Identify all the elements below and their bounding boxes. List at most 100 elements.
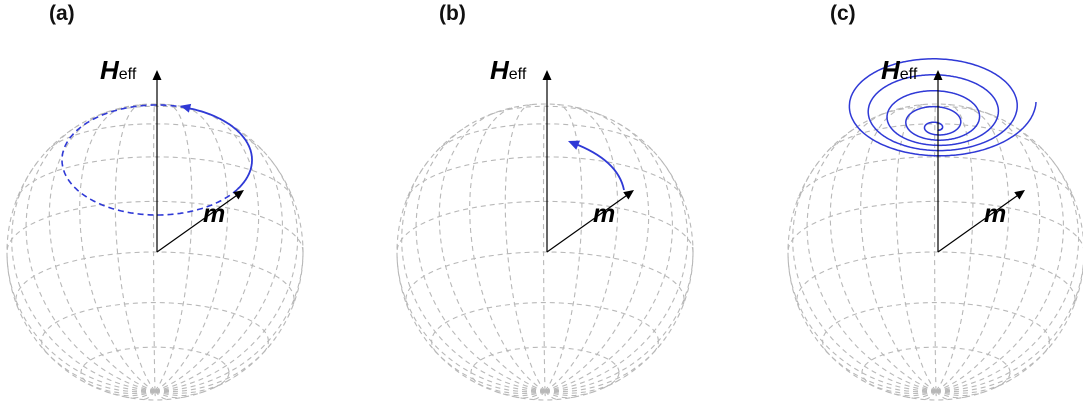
latitude-line [80,346,230,390]
longitude-line [105,390,156,397]
longitude-line [935,106,1010,392]
latitude-line [435,123,654,153]
vectors [542,70,634,253]
longitude-line [935,337,1057,393]
longitude-line [935,156,1080,392]
longitude-line [935,390,951,400]
longitude-line [544,391,547,401]
h-eff-label: Heff [881,55,917,86]
spiral-trajectory [848,58,1037,157]
longitude-line [922,390,937,401]
latitude-line [822,302,1050,354]
latitude-line [603,372,620,389]
longitude-line [154,122,283,392]
h-subscript: eff [508,66,527,83]
m-arrowhead [1014,190,1025,200]
latitude-line [396,200,694,254]
latitude-line [45,123,264,153]
latitude-line [994,372,1011,389]
latitude-line [861,346,1011,390]
panel-label: (c) [830,2,856,25]
longitude-line [154,156,299,392]
panel-c: (c) Heff m [781,0,1083,410]
h-symbol: H [100,55,119,85]
h-symbol: H [490,55,509,85]
sphere-grid [396,103,694,401]
longitude-line [544,103,583,392]
latitude-line [405,251,685,307]
h-symbol: H [881,55,900,85]
m-label: m [203,200,226,228]
vectors [152,70,244,253]
longitude-line [820,344,937,393]
longitude-line [495,390,546,397]
longitude-line [469,379,546,394]
longitude-line [429,344,546,393]
m-arrowhead [233,190,244,200]
h-subscript: eff [899,66,918,83]
spiral-path [848,58,1037,157]
longitude-line [25,124,156,392]
longitude-line [114,104,156,392]
longitude-line [544,156,689,392]
latitude-line [826,123,1045,153]
longitude-line [438,111,546,392]
precession-back-arc [61,104,239,216]
latitude-line [787,200,1083,254]
sphere-grid [787,103,1083,401]
longitude-line [895,104,937,392]
longitude-line [39,344,156,393]
longitude-line [792,162,937,392]
longitude-line [141,390,156,401]
longitude-line [860,379,937,394]
latitude-line [486,105,602,117]
sphere-outline [787,103,1083,401]
longitude-line [544,122,673,392]
latitude-line [41,302,269,354]
longitude-line [415,124,546,392]
h-eff-arrowhead [933,70,943,80]
longitude-line [152,103,156,392]
latitude-line [213,372,230,389]
sphere-diagram-a [6,70,304,401]
longitude-line [544,244,694,392]
latitude-line [6,200,304,254]
longitude-line [935,390,987,397]
longitude-line [933,103,937,392]
longitude-line [48,111,156,392]
longitude-line [504,104,546,392]
latitude-line [877,105,993,117]
longitude-line [860,106,937,392]
longitude-line [935,261,1083,392]
longitude-line [154,390,170,400]
h-eff-arrowhead [152,70,162,80]
longitude-line [829,111,937,392]
h-subscript: eff [118,66,137,83]
longitude-line [935,111,1041,392]
longitude-line [6,256,156,392]
m-label: m [984,200,1007,228]
latitude-line [470,346,620,390]
latitude-line [431,302,659,354]
m-vector [937,194,1020,253]
panel-label: (a) [49,2,75,25]
m-arrowhead [623,190,634,200]
panel-a: (a) Heff m [0,0,361,410]
longitude-line [401,162,546,392]
longitude-line [542,103,546,392]
longitude-line [544,390,596,397]
longitude-line [935,391,938,401]
sphere-diagram-c [787,58,1083,401]
damping-arrowhead [568,140,581,150]
longitude-line [544,337,666,393]
longitude-line [396,256,546,392]
longitude-line [154,391,157,401]
h-eff-arrowhead [542,70,552,80]
longitude-line [154,244,304,392]
damping-trajectory [568,140,625,191]
vectors [933,70,1025,253]
longitude-line [154,337,276,393]
m-vector [156,194,239,253]
longitude-line [154,106,229,392]
latitude-line [15,251,295,307]
